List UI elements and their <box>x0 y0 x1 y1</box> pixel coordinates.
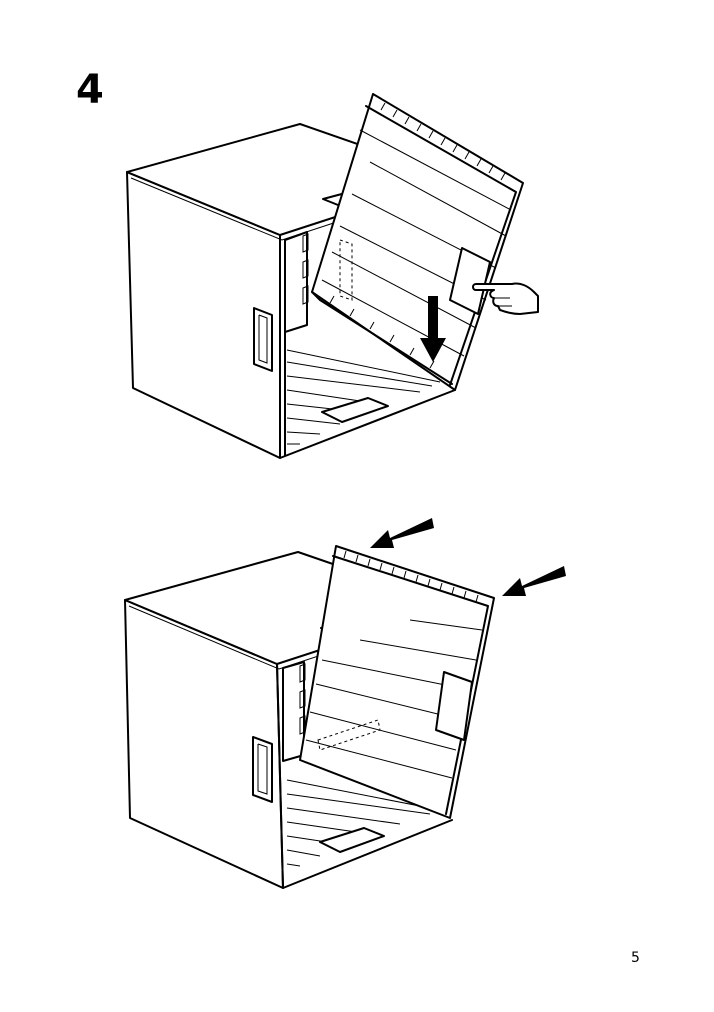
pointing-hand-icon <box>472 282 539 315</box>
step-number: 4 <box>76 67 104 113</box>
push-down-arrow-icon <box>420 296 446 362</box>
slide-arrow-icon <box>370 518 566 596</box>
bottom-slats <box>286 779 441 867</box>
sliding-door-panel <box>299 545 495 819</box>
cabinet-illustration-top <box>126 93 539 459</box>
sliding-door-panel <box>311 93 524 391</box>
bottom-slats <box>286 349 441 445</box>
page-number: 5 <box>631 950 640 966</box>
cabinet-illustration-bottom <box>124 518 566 889</box>
